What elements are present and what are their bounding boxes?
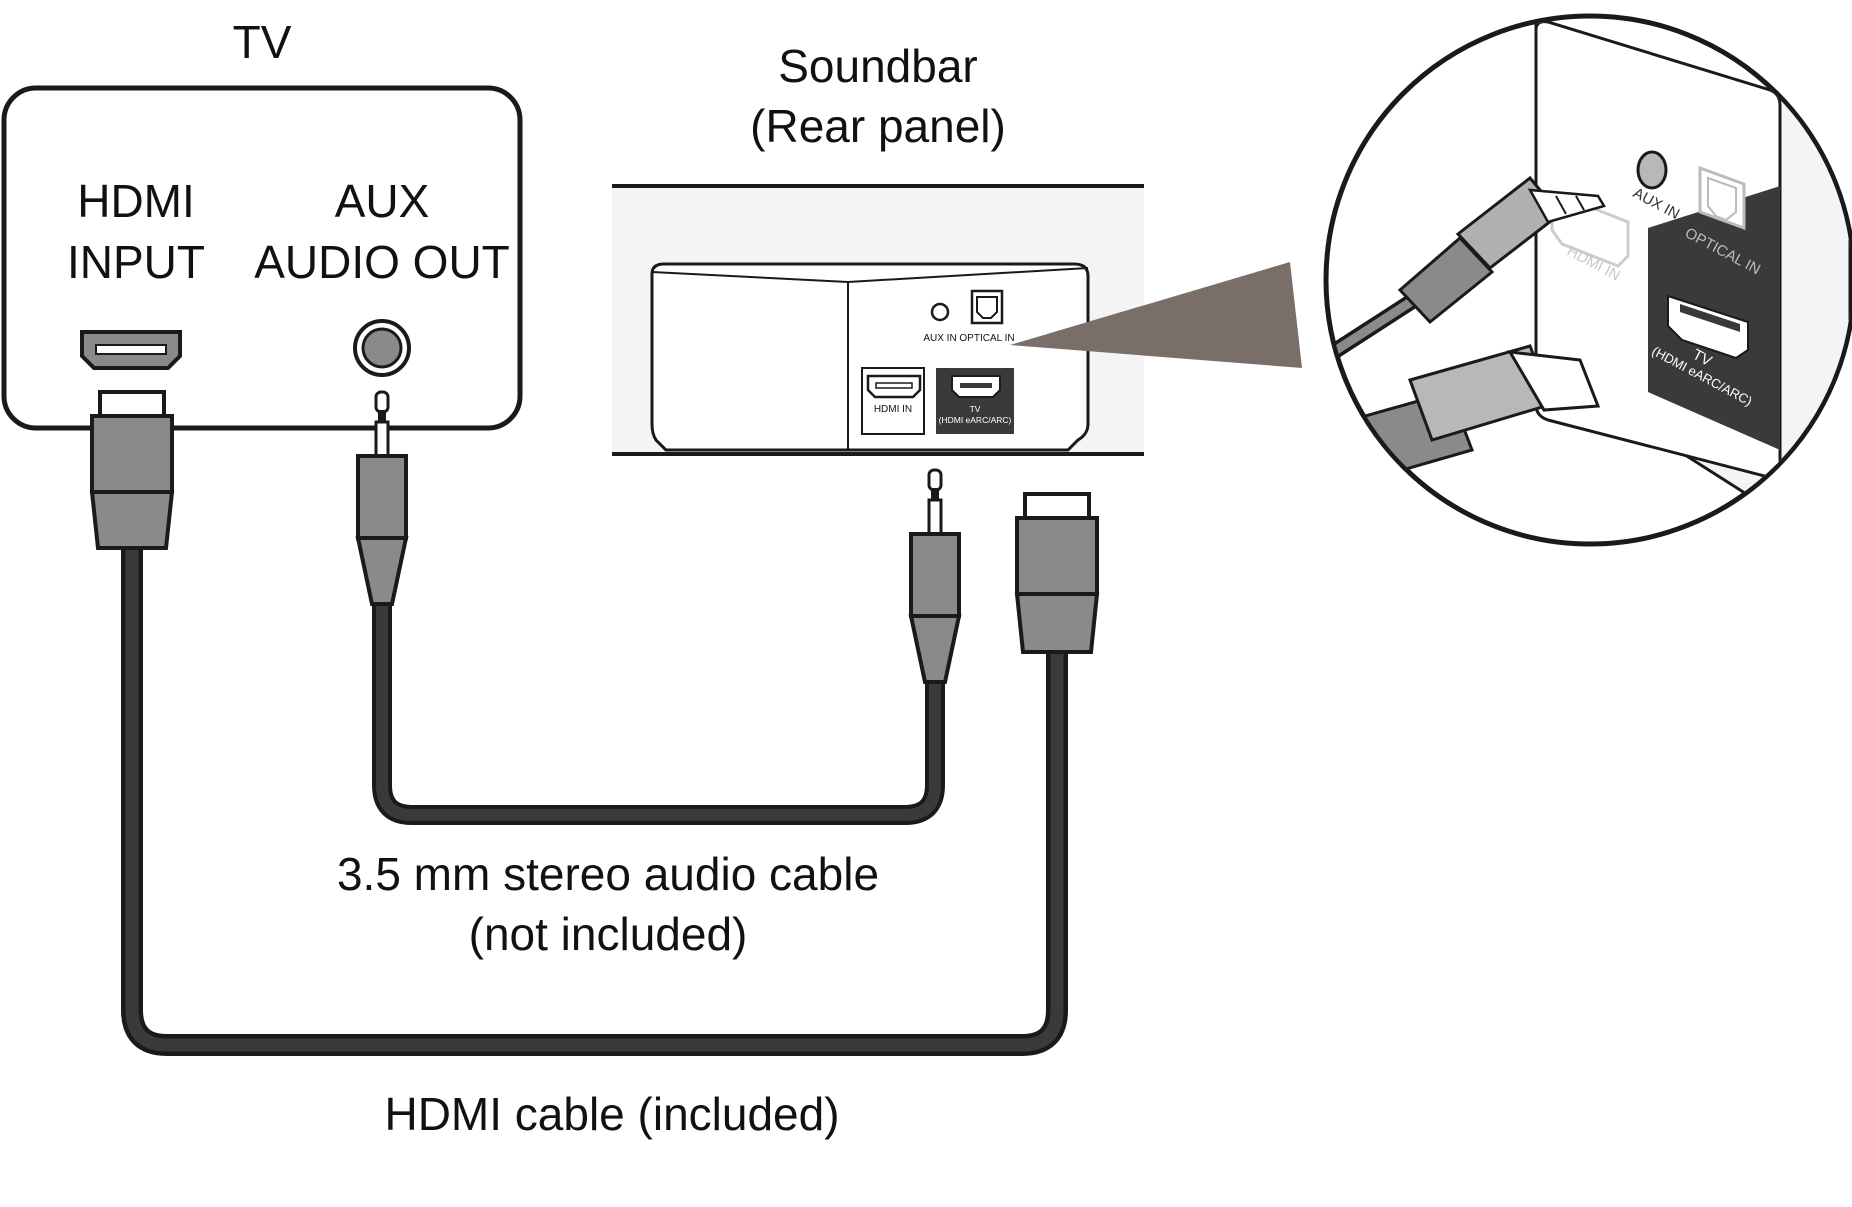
zoom-aux-in-jack (1636, 150, 1668, 190)
soundbar-tv-port-label-1: TV (970, 404, 981, 414)
soundbar-tv-earc-port (936, 368, 1014, 434)
tv-title: TV (233, 16, 292, 68)
zoom-wedge (1010, 262, 1302, 368)
hdmi-plug-tv-side (89, 390, 175, 550)
tv-aux-label-1: AUX (335, 175, 430, 227)
audio-plug-tv-side (355, 390, 409, 606)
hdmi-cable-label: HDMI cable (included) (384, 1088, 839, 1140)
soundbar: Soundbar (Rear panel) AUX IN OPTICAL IN … (612, 40, 1144, 456)
soundbar-title-2: (Rear panel) (750, 100, 1006, 152)
tv-aux-label-2: AUDIO OUT (254, 236, 510, 288)
hdmi-cable (121, 545, 1068, 1056)
tv-hdmi-label-1: HDMI (77, 175, 195, 227)
audio-cable-label-1: 3.5 mm stereo audio cable (337, 848, 879, 900)
tv-hdmi-label-2: INPUT (67, 236, 205, 288)
soundbar-optical-in-label: OPTICAL IN (959, 333, 1014, 344)
zoom-callout: TV (HDMI eARC/ARC) AUX IN OPTICAL IN HDM… (1323, 13, 1852, 547)
soundbar-optical-in-jack (970, 289, 1004, 325)
zoom-optical-in-jack (1698, 165, 1746, 231)
zoom-audio-plug (1328, 175, 1606, 388)
tv: TV HDMI INPUT AUX AUDIO OUT (1, 16, 523, 431)
audio-cable (372, 595, 945, 825)
soundbar-aux-in-jack (930, 302, 950, 322)
hdmi-plug-soundbar-side (1014, 492, 1100, 654)
soundbar-hdmi-in-label: HDMI IN (874, 404, 912, 415)
audio-plug-soundbar-side (908, 468, 962, 684)
soundbar-aux-in-label: AUX IN (923, 333, 956, 344)
tv-aux-port (353, 319, 411, 377)
tv-hdmi-port (80, 330, 182, 370)
audio-cable-label-2: (not included) (469, 908, 748, 960)
soundbar-title-1: Soundbar (778, 40, 978, 92)
soundbar-tv-port-label-2: (HDMI eARC/ARC) (939, 415, 1012, 425)
soundbar-hdmi-in-port (861, 367, 925, 435)
